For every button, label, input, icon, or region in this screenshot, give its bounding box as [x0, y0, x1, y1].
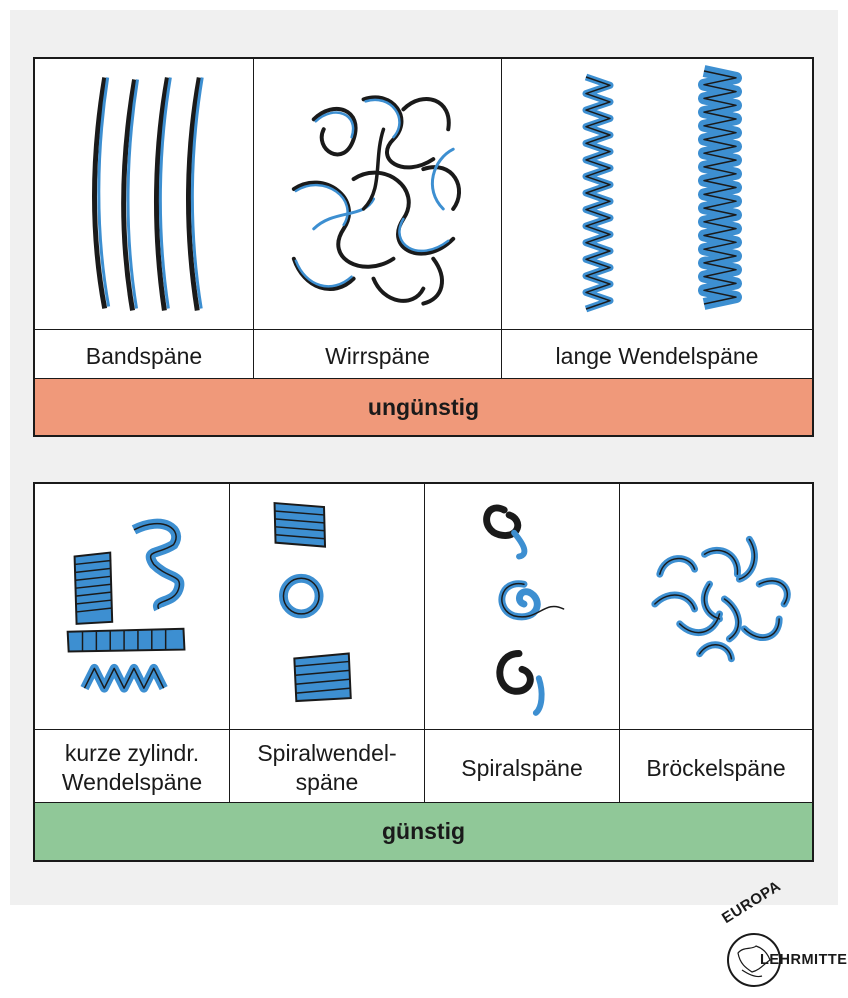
ribbon-chips-illustration — [35, 59, 254, 329]
spiral-chips-illustration — [425, 484, 620, 729]
label-spiral-chips: Spiralspäne — [425, 730, 620, 806]
favorable-illustrations-row — [35, 484, 812, 729]
unfavorable-verdict-bar: ungünstig — [35, 378, 812, 435]
spiral-helical-chips-illustration — [230, 484, 425, 729]
label-fragmented-chips: Bröckelspäne — [646, 754, 786, 781]
label-ribbon-chips: Bandspäne — [35, 330, 254, 382]
logo-text-bottom: LEHRMITTEL — [760, 952, 848, 968]
unfavorable-illustrations-row — [35, 59, 812, 329]
unfavorable-chips-table: Bandspäne Wirrspäne lange Wendelspäne un… — [33, 57, 814, 437]
long-helix-thick-outline — [703, 70, 737, 305]
snarl-chips-illustration — [254, 59, 502, 329]
europa-lehrmittel-logo: EUROPA LEHRMITTEL — [712, 878, 848, 990]
long-helical-chips-illustration — [502, 59, 812, 329]
favorable-verdict-bar: günstig — [35, 802, 812, 860]
label-long-helical-chips: lange Wendelspäne — [555, 342, 759, 369]
favorable-chips-table: kurze zylindr. Wendelspäne Spiralwendel-… — [33, 482, 814, 862]
favorable-labels-row: kurze zylindr. Wendelspäne Spiralwendel-… — [35, 729, 812, 806]
fragmented-chips-illustration — [620, 484, 812, 729]
short-cylindrical-helical-chips-illustration — [35, 484, 230, 729]
label-snarl-chips: Wirrspäne — [254, 330, 502, 382]
long-helix-thin-outline — [585, 76, 611, 310]
unfavorable-labels-row: Bandspäne Wirrspäne lange Wendelspäne — [35, 329, 812, 382]
label-short-cylindrical-helical-chips: kurze zylindr. Wendelspäne — [35, 730, 230, 806]
label-spiral-helical-chips: Spiralwendel- späne — [230, 730, 425, 806]
